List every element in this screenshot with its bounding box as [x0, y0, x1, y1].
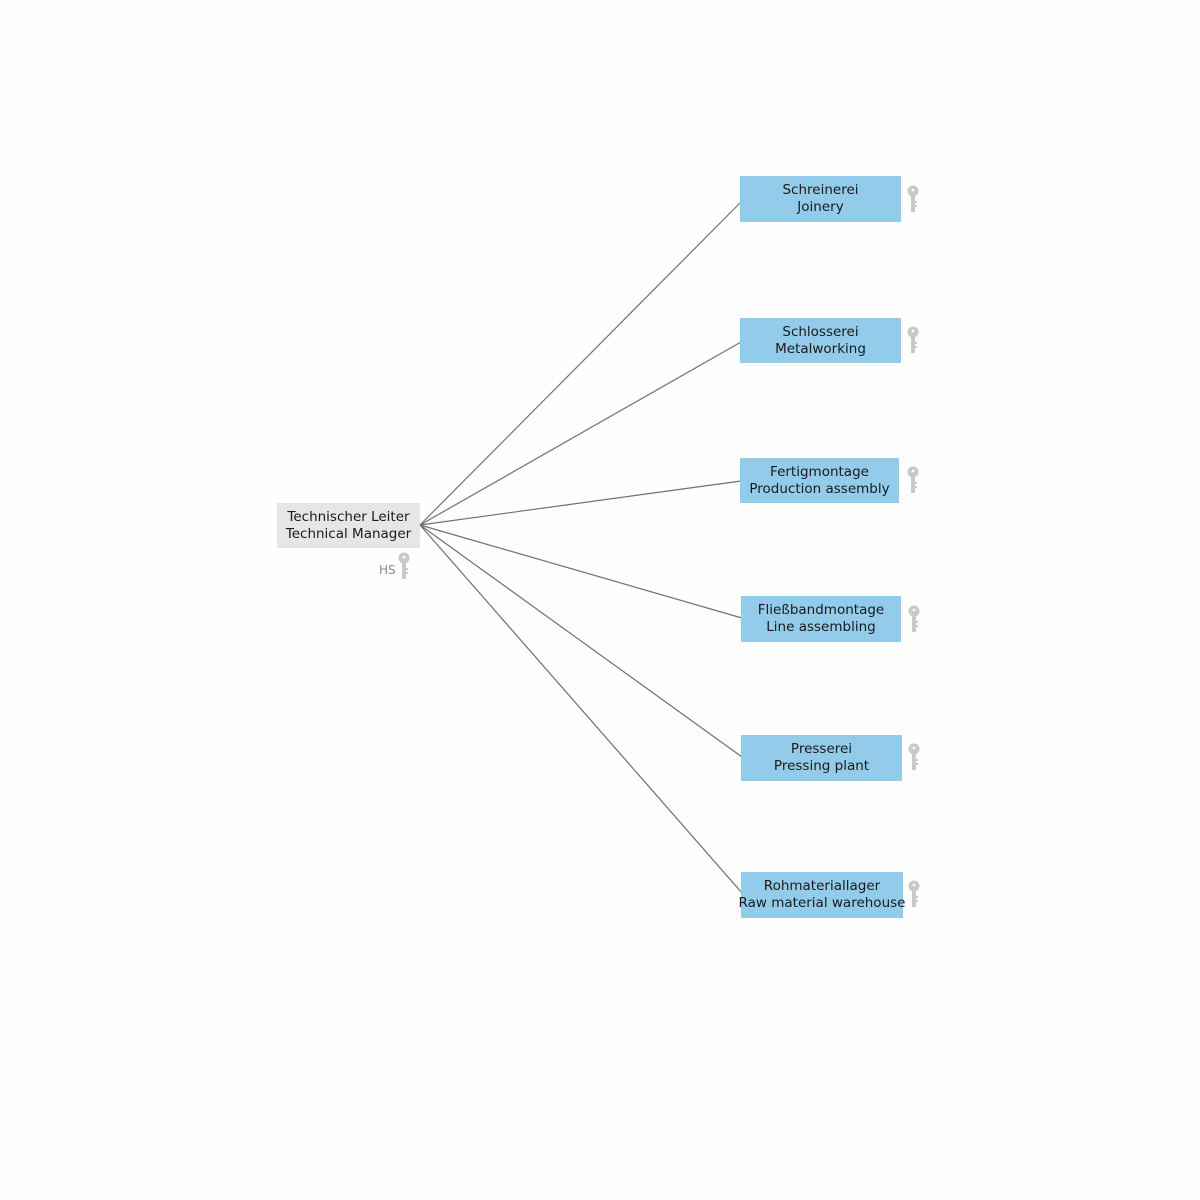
- dept-label-german: Fließbandmontage: [757, 602, 885, 618]
- dept-label-english: Line assembling: [766, 619, 876, 635]
- key-icon: [908, 605, 920, 632]
- dept-label-german: Schlosserei: [782, 323, 859, 340]
- dept-label-english: Raw material warehouse: [738, 895, 906, 911]
- dept-label-english: Metalworking: [775, 340, 866, 357]
- dept-node-joinery: Schreinerei Joinery: [740, 176, 901, 222]
- dept-label-english: Production assembly: [749, 480, 890, 497]
- root-node-technical-manager: Technischer Leiter Technical Manager: [277, 503, 420, 548]
- connector-raw-material-warehouse: [419, 524, 743, 894]
- key-icon: [907, 466, 919, 493]
- key-icon: [907, 326, 919, 353]
- dept-node-line-assembling: Fließbandmontage Line assembling: [741, 596, 901, 642]
- dept-node-production-assembly: Fertigmontage Production assembly: [740, 458, 899, 503]
- connector-line-assembling: [419, 524, 743, 619]
- key-icon: [908, 880, 920, 907]
- dept-node-metalworking: Schlosserei Metalworking: [740, 318, 901, 363]
- key-icon: [398, 552, 410, 579]
- dept-node-raw-material-warehouse: Rohmateriallager Raw material warehouse: [738, 872, 906, 918]
- connector-production-assembly: [419, 480, 742, 526]
- dept-label-german: Presserei: [790, 741, 853, 757]
- connector-metalworking: [419, 341, 742, 526]
- root-label-german: Technischer Leiter: [287, 508, 410, 525]
- key-icon: [908, 743, 920, 770]
- key-icon: [907, 185, 919, 212]
- dept-label-english: Joinery: [797, 199, 844, 215]
- root-key-label: HS: [379, 563, 396, 577]
- dept-label-german: Fertigmontage: [770, 463, 869, 480]
- connector-joinery: [419, 201, 742, 526]
- dept-label-german: Schreinerei: [782, 182, 859, 198]
- root-label-english: Technical Manager: [285, 525, 412, 542]
- connector-pressing-plant: [419, 524, 743, 758]
- dept-label-german: Rohmateriallager: [763, 878, 881, 894]
- dept-node-pressing-plant: Presserei Pressing plant: [741, 735, 902, 781]
- dept-label-english: Pressing plant: [773, 758, 870, 774]
